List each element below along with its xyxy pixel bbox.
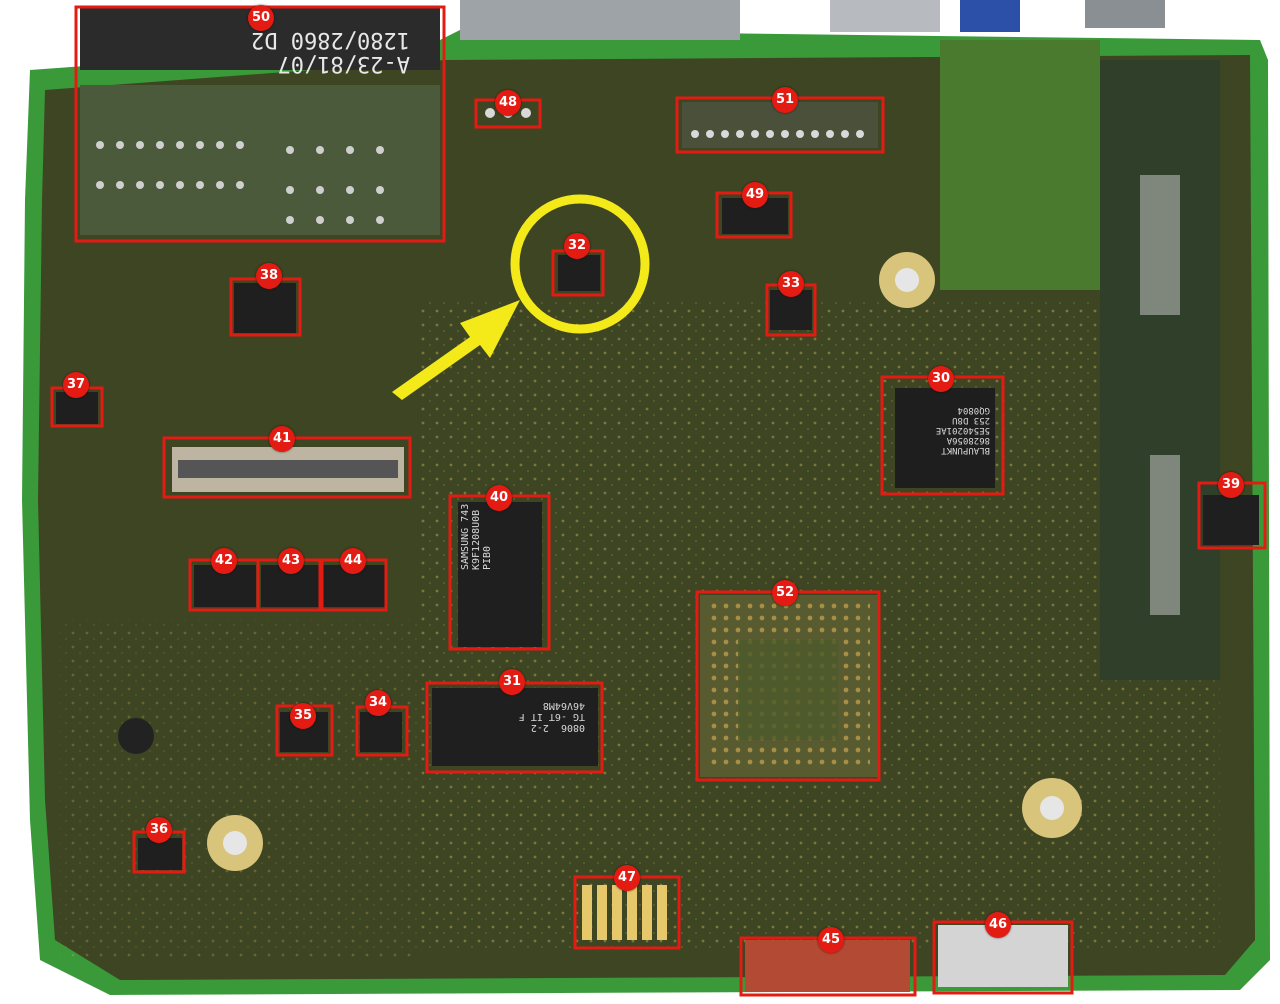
connector-50-marking-line1: A-23/81/07 [277,51,410,76]
sub-board-right [940,40,1100,290]
pin-header-right-2 [1150,455,1180,615]
label-49: 49 [742,182,768,208]
label-46: 46 [985,912,1011,938]
label-47: 47 [614,865,640,891]
label-34: 34 [365,690,391,716]
connector-50-pins [96,141,384,224]
label-43: 43 [278,548,304,574]
label-42: 42 [211,548,237,574]
connector-50-pins-area [80,85,440,235]
label-32: 32 [564,233,590,259]
chip-38 [234,283,296,333]
label-30: 30 [928,366,954,392]
label-50: 50 [248,5,274,31]
pin-header-47 [582,885,667,940]
label-45: 45 [818,927,844,953]
label-39: 39 [1218,472,1244,498]
blue-connector [960,0,1020,32]
board-dot-texture-left [60,620,420,960]
label-38: 38 [256,263,282,289]
label-52: 52 [772,580,798,606]
label-40: 40 [486,485,512,511]
metal-bracket-2 [830,0,940,32]
highlight-arrow [392,300,520,400]
capacitor-100u [118,718,154,754]
label-35: 35 [290,703,316,729]
label-44: 44 [340,548,366,574]
chip-31 [432,688,598,766]
chip-30 [895,388,995,488]
metal-bracket [460,0,740,40]
chip-52-center [738,640,838,740]
label-51: 51 [772,87,798,113]
label-33: 33 [778,271,804,297]
connector-50-marking-line2: 1280/2860 D2 [251,27,410,52]
chip-30-marking: BLAUPUNKT 8628056A 5E540201AE 253 D8U GQ… [935,405,990,455]
mounting-holes [207,252,1082,871]
label-31: 31 [499,669,525,695]
highlight-circle [510,194,650,334]
label-36: 36 [146,817,172,843]
chip-40-marking: SAMSUNG 743 K9F1208U0B PIB0 [460,503,493,570]
ribbon-connector-41-slot [178,460,398,478]
label-48: 48 [495,90,521,116]
chip-40 [458,502,542,647]
chip-31-marking: 0806 2-2 TG -6T IT F 46V64M8 [518,700,585,733]
label-37: 37 [63,372,89,398]
chip-39 [1203,495,1259,545]
label-41: 41 [269,426,295,452]
pin-header-51-pins [691,130,864,138]
chip-32 [558,255,600,291]
coax-connector [1085,0,1165,28]
chip-34 [360,712,402,752]
chip-36 [138,838,182,870]
pin-header-right [1140,175,1180,315]
